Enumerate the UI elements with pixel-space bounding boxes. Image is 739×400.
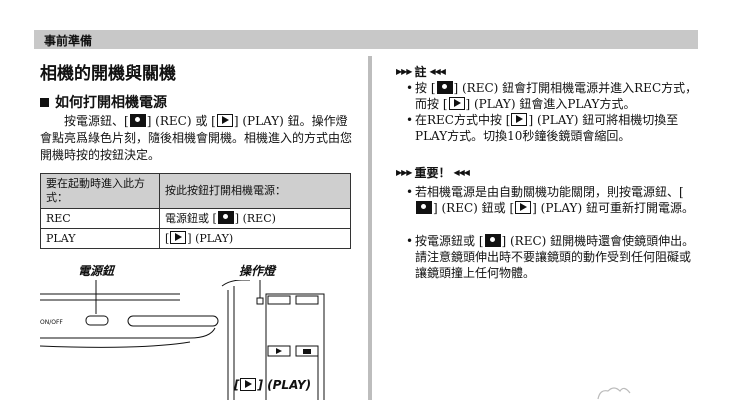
camera-back-illustration — [221, 280, 325, 400]
intro-paragraph: 按電源鈕、[ ] (REC) 或 [] (PLAY) 鈕。操作燈會點亮爲綠色片刻，… — [40, 113, 352, 164]
important-text: ] (PLAY) 鈕可重新打開電源。 — [532, 201, 694, 215]
table-cell-button: [ ] (PLAY) — [159, 228, 351, 249]
header-bar: 事前準備 — [34, 30, 698, 49]
cell-text: ] (REC) — [234, 212, 276, 225]
important-item: •按電源鈕或 [] (REC) 鈕開機時還會使鏡頭伸出。請注意鏡頭伸出時不要讓鏡… — [406, 233, 700, 281]
triple-arrow-right-icon: ▶▶▶ — [396, 67, 413, 76]
camera-key-icon — [484, 234, 501, 247]
para-text-3: ] (PLAY) 鈕。操作燈會點亮爲綠色片刻，隨後相機會開機。相機進入的方式由您… — [40, 114, 353, 162]
note-text: ] (PLAY) 鈕會進入PLAY方式。 — [465, 97, 636, 111]
important-text: 按電源鈕或 [ — [415, 234, 484, 248]
column-divider — [368, 56, 372, 400]
note-text: 按 [ — [415, 81, 436, 95]
table-row: PLAY [ ] (PLAY) — [40, 228, 351, 249]
set-button-shape — [295, 295, 319, 305]
table-cell-button: 電源鈕或 [ ] (REC) — [159, 208, 351, 229]
triple-arrow-left-icon: ◀◀◀ — [453, 168, 470, 177]
play-key-icon — [170, 231, 187, 244]
body-outline — [40, 327, 216, 339]
camera-key-icon — [217, 211, 234, 224]
shutter-slot-shape — [127, 315, 219, 327]
play-key-icon — [216, 114, 233, 127]
square-bullet-icon — [40, 97, 49, 107]
table-header-button: 按此按鈕打開相機電源： — [159, 173, 351, 209]
important-text: ] (REC) 鈕開機時還會使鏡頭伸出。請注意鏡頭伸出時不要讓鏡頭的動作受到任何… — [415, 234, 695, 280]
decorative-scribble-icon — [597, 387, 631, 400]
section-heading: 如何打開相機電源 — [40, 92, 167, 112]
onoff-label: ON/OFF — [40, 319, 63, 326]
play-key-icon — [515, 201, 532, 214]
power-button-shape — [85, 315, 109, 326]
camera-key-icon — [129, 114, 146, 127]
body-outline — [221, 280, 250, 287]
play-key-icon — [448, 97, 465, 110]
note-text: ] (PLAY) 鈕可將相機切換至PLAY方式。切換10秒鐘後鏡頭會縮回。 — [415, 113, 679, 143]
important-text: ] (REC) 鈕或 [ — [433, 201, 515, 215]
cell-text: ] (PLAY) — [187, 232, 234, 245]
note-item: •按 [] (REC) 鈕會打開相機電源并進入REC方式，而按 [] (PLAY… — [406, 80, 700, 112]
menu-button-shape — [267, 295, 291, 305]
play-glyph — [276, 348, 282, 354]
play-key-icon — [511, 113, 528, 126]
section-label: 事前準備 — [44, 34, 93, 48]
triple-arrow-right-icon: ▶▶▶ — [396, 168, 413, 177]
body-outline — [40, 341, 191, 348]
play-caption: [] (PLAY) — [234, 378, 312, 392]
bullet-dot: • — [406, 185, 414, 199]
cell-text: 電源鈕或 [ — [165, 212, 217, 225]
table-row: REC 電源鈕或 [ ] (REC) — [40, 208, 351, 229]
bullet-dot: • — [406, 234, 414, 248]
para-text-2: ] (REC) 或 [ — [146, 114, 216, 128]
important-heading: ▶▶▶ 重要！ ◀◀◀ — [393, 164, 472, 181]
camera-top-illustration — [40, 280, 219, 348]
camera-key-icon — [436, 81, 453, 94]
important-item: •若相機電源是由自動關機功能關閉，則按電源鈕、[ ] (REC) 鈕或 [ ] (P… — [406, 184, 700, 216]
lamp-caption: 操作燈 — [239, 264, 276, 278]
important-text: 若相機電源是由自動關機功能關閉，則按電源鈕、[ — [415, 185, 684, 199]
section-heading-text: 如何打開相機電源 — [55, 95, 167, 111]
table-header-row: 要在起動時進入此方式： 按此按鈕打開相機電源： — [40, 173, 351, 209]
camera-key-icon — [416, 201, 432, 214]
mode-table: 要在起動時進入此方式： 按此按鈕打開相機電源： REC 電源鈕或 [ ] (REC… — [40, 173, 351, 249]
triple-arrow-left-icon: ◀◀◀ — [429, 67, 446, 76]
power-button-caption: 電源鈕 — [78, 264, 115, 278]
play-key-icon — [240, 378, 257, 391]
table-cell-mode: REC — [40, 208, 160, 229]
note-heading: ▶▶▶ 註 ◀◀◀ — [393, 63, 448, 80]
note-text: ] (REC) 鈕會打開相機電源并進入REC方式，而按 [ — [415, 81, 698, 111]
operation-lamp-shape — [256, 297, 264, 305]
page-title: 相機的開機與關機 — [40, 64, 176, 84]
para-text-1: 按電源鈕、[ — [64, 114, 129, 128]
table-header-mode: 要在起動時進入此方式： — [40, 173, 160, 209]
bullet-dot: • — [406, 81, 414, 95]
important-heading-text: 重要！ — [414, 166, 451, 180]
note-item: •在REC方式中按 [] (PLAY) 鈕可將相機切換至PLAY方式。切換10秒… — [406, 112, 700, 144]
note-heading-text: 註 — [414, 65, 427, 79]
cell-text: [ — [165, 232, 170, 245]
play-caption-text: ] (PLAY) — [257, 378, 312, 392]
bullet-dot: • — [406, 113, 414, 127]
note-text: 在REC方式中按 [ — [415, 113, 511, 127]
camera-glyph — [303, 349, 311, 354]
table-cell-mode: PLAY — [40, 228, 160, 249]
